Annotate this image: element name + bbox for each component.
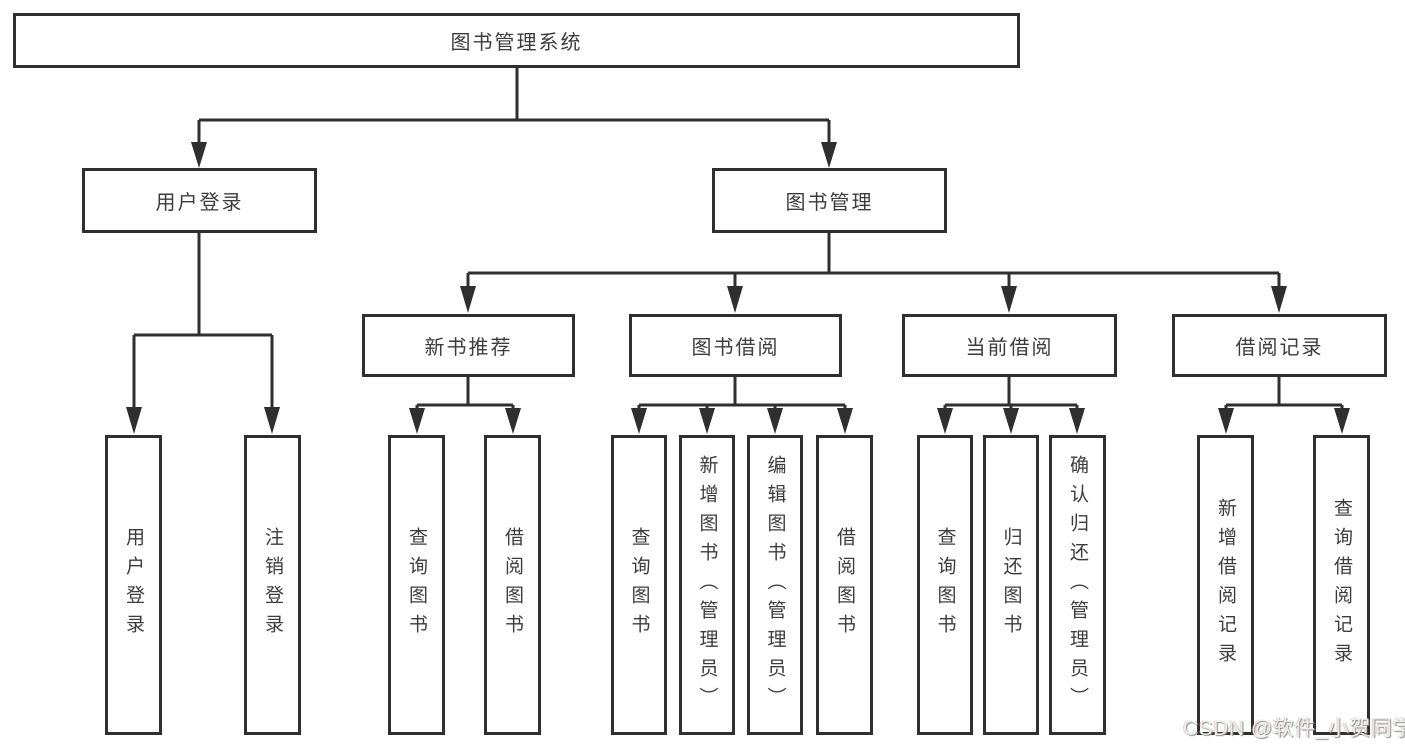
leaf-add-book: 新增图书（管理员） bbox=[679, 435, 735, 735]
node-current-borrow-label: 当前借阅 bbox=[965, 337, 1054, 359]
leaf-confirm-return-label: 确认归还（管理员） bbox=[1067, 454, 1088, 716]
leaf-borrow-book-2: 借阅图书 bbox=[816, 435, 873, 735]
node-new-book-rec-label: 新书推荐 bbox=[424, 337, 513, 359]
leaf-query-record: 查询借阅记录 bbox=[1313, 435, 1370, 735]
leaf-query-book-2-label: 查询图书 bbox=[628, 527, 650, 643]
leaf-query-book-1: 查询图书 bbox=[388, 435, 445, 735]
leaf-return-book-label: 归还图书 bbox=[1000, 527, 1022, 643]
leaf-add-book-label: 新增图书（管理员） bbox=[696, 454, 718, 716]
node-book-mgmt-label: 图书管理 bbox=[785, 192, 874, 214]
leaf-add-record-label: 新增借阅记录 bbox=[1215, 498, 1236, 672]
leaf-edit-book: 编辑图书（管理员） bbox=[747, 435, 803, 735]
leaf-add-record: 新增借阅记录 bbox=[1197, 435, 1254, 735]
leaf-query-book-3-label: 查询图书 bbox=[934, 527, 956, 643]
node-current-borrow: 当前借阅 bbox=[902, 314, 1117, 377]
leaf-query-book-2: 查询图书 bbox=[611, 435, 667, 735]
leaf-confirm-return: 确认归还（管理员） bbox=[1049, 435, 1106, 735]
leaf-borrow-book-1: 借阅图书 bbox=[484, 435, 541, 735]
node-book-mgmt: 图书管理 bbox=[712, 168, 947, 233]
leaf-query-book-1-label: 查询图书 bbox=[406, 527, 427, 643]
node-user-login-label: 用户登录 bbox=[155, 192, 244, 214]
node-root-label: 图书管理系统 bbox=[450, 32, 583, 54]
arrowheads bbox=[126, 142, 1350, 434]
leaf-user-login-label: 用户登录 bbox=[123, 527, 144, 643]
leaf-user-login: 用户登录 bbox=[105, 435, 162, 735]
leaf-query-book-3: 查询图书 bbox=[917, 435, 973, 735]
node-root: 图书管理系统 bbox=[13, 13, 1020, 68]
node-book-borrow: 图书借阅 bbox=[629, 314, 842, 377]
node-user-login: 用户登录 bbox=[82, 168, 317, 233]
leaf-borrow-book-1-label: 借阅图书 bbox=[502, 527, 523, 643]
leaf-query-record-label: 查询借阅记录 bbox=[1331, 498, 1352, 672]
node-borrow-records: 借阅记录 bbox=[1172, 314, 1387, 377]
node-borrow-records-label: 借阅记录 bbox=[1235, 337, 1324, 359]
leaf-edit-book-label: 编辑图书（管理员） bbox=[764, 454, 786, 716]
leaf-logout: 注销登录 bbox=[244, 435, 301, 735]
node-book-borrow-label: 图书借阅 bbox=[691, 337, 780, 359]
leaf-logout-label: 注销登录 bbox=[262, 527, 283, 643]
leaf-return-book: 归还图书 bbox=[983, 435, 1039, 735]
watermark: CSDN @软件_小贺同学 bbox=[1183, 717, 1405, 740]
connector-paths bbox=[132, 68, 1344, 412]
node-new-book-rec: 新书推荐 bbox=[362, 314, 575, 377]
leaf-borrow-book-2-label: 借阅图书 bbox=[834, 527, 855, 643]
